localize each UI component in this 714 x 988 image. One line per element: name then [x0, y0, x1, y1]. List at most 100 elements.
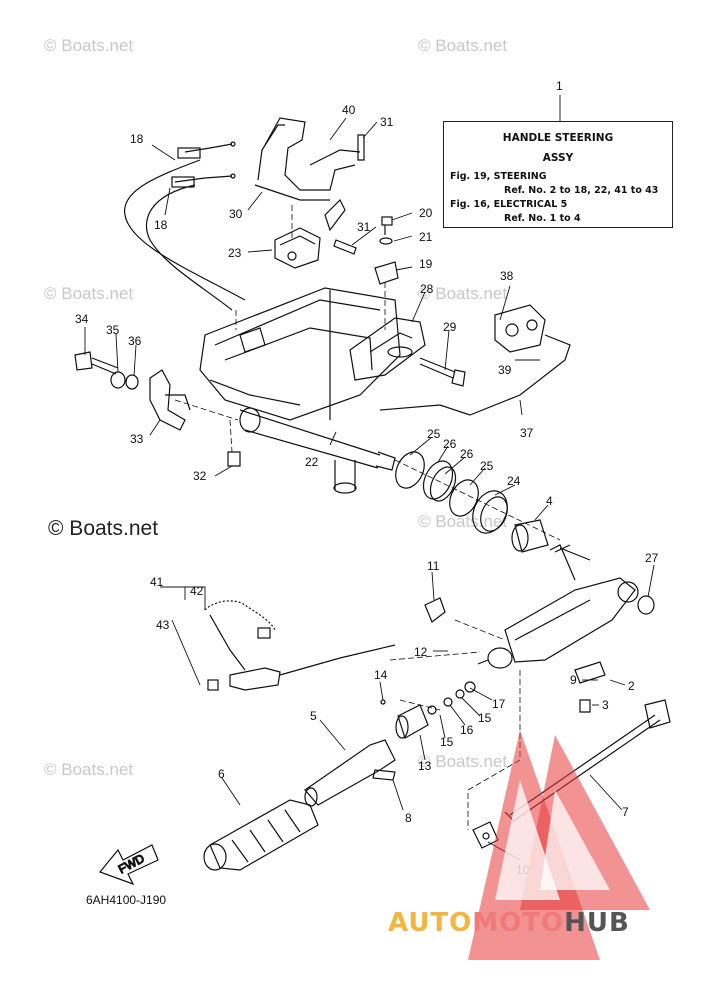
watermark: © Boats.net — [418, 36, 508, 55]
part-label: 22 — [305, 455, 319, 469]
watermark: © Boats.net — [44, 284, 134, 303]
washer-21 — [379, 237, 393, 245]
watermark: © Boats.net — [418, 752, 508, 771]
brand-part-moto: MOTO — [472, 908, 565, 938]
screw-31 — [357, 134, 365, 161]
wire-37 — [379, 334, 571, 416]
part-label: 20 — [419, 206, 433, 220]
throttle-shaft-5 — [304, 739, 396, 807]
bolt-32 — [227, 451, 241, 467]
part-label: 26 — [443, 437, 457, 451]
fwd-arrow-icon — [98, 844, 159, 886]
cap-27 — [637, 595, 655, 615]
info-title-line1: HANDLE STEERING — [502, 132, 614, 144]
handle-bracket — [254, 117, 361, 232]
watermark: © Boats.net — [418, 512, 508, 531]
part-label: 12 — [414, 645, 428, 659]
small-parts — [380, 681, 476, 715]
watermark-main: © Boats.net — [48, 517, 159, 540]
watermark: © Boats.net — [44, 36, 134, 55]
part-label: 28 — [420, 282, 434, 296]
handle-body-2 — [477, 544, 639, 669]
part-label: 9 — [570, 673, 577, 687]
bolt-20 — [381, 216, 393, 235]
reference-info-box: HANDLE STEERING ASSY Fig. 19, STEERING R… — [443, 121, 673, 228]
part-label: 37 — [520, 426, 534, 440]
washer-35 — [110, 371, 126, 389]
nut-36 — [125, 374, 139, 390]
part-label: 8 — [405, 811, 412, 825]
part-label: 4 — [546, 494, 553, 508]
kill-switch — [229, 644, 396, 691]
switch-38 — [494, 304, 546, 353]
bushing-24 — [472, 490, 508, 534]
part-label: 30 — [229, 207, 243, 221]
part-label: 5 — [310, 709, 317, 723]
part-label: 35 — [106, 323, 120, 337]
watermark: © Boats.net — [418, 284, 508, 303]
diagram-code: 6AH4100-J190 — [86, 893, 167, 907]
part-label: 31 — [380, 115, 394, 129]
brand-part-hub: HUB — [564, 908, 630, 938]
steering-bracket — [199, 287, 401, 494]
part-label: 36 — [128, 334, 142, 348]
clip-43 — [207, 679, 219, 691]
part-labels: 1 2 3 4 5 6 7 8 9 10 11 12 13 14 15 15 1… — [75, 79, 659, 877]
collar-13 — [395, 704, 429, 739]
cover-28 — [349, 317, 426, 381]
bolt-34 — [74, 351, 119, 375]
part-label: 38 — [500, 269, 514, 283]
part-label: 33 — [130, 432, 144, 446]
brand-logo-icon — [468, 730, 650, 960]
part-label: 26 — [460, 447, 474, 461]
ref1-parts: Ref. No. 2 to 18, 22, 41 to 43 — [504, 185, 659, 196]
part-label: 16 — [460, 723, 474, 737]
grip-6 — [203, 799, 319, 871]
part-label: 11 — [427, 559, 440, 573]
lanyard-42 — [204, 600, 276, 671]
part-label: 32 — [193, 469, 207, 483]
part-label: 40 — [342, 103, 356, 117]
part-label: 34 — [75, 312, 89, 326]
part-label: 1 — [556, 79, 563, 93]
screw-31b — [333, 239, 357, 255]
part-label: 43 — [156, 618, 170, 632]
plate-9 — [574, 661, 606, 684]
knob-11 — [424, 597, 446, 623]
part-label: 13 — [418, 759, 432, 773]
bolt-29 — [419, 357, 466, 387]
screw-3 — [579, 699, 591, 713]
part-label: 15 — [440, 735, 454, 749]
part-label: 2 — [628, 679, 635, 693]
part-label: 17 — [492, 697, 506, 711]
throttle-cables — [124, 141, 246, 311]
part-label: 24 — [507, 474, 521, 488]
leader-lines — [84, 95, 655, 861]
ref1-figure: Fig. 19, STEERING — [450, 171, 547, 182]
part-label: 7 — [622, 805, 629, 819]
part-label: 39 — [498, 363, 512, 377]
part-label: 27 — [645, 551, 659, 565]
ref2-parts: Ref. No. 1 to 4 — [504, 213, 581, 224]
part-label: 25 — [480, 459, 494, 473]
part-label: 18 — [130, 132, 144, 146]
part-label: 42 — [190, 584, 204, 598]
steering-shaft — [239, 407, 396, 471]
bushing-4 — [511, 519, 549, 553]
part-label: 41 — [150, 575, 164, 589]
info-title-line2: ASSY — [542, 152, 574, 164]
part-label: 29 — [443, 320, 457, 334]
watermark: © Boats.net — [44, 760, 134, 779]
phantom-lines — [174, 205, 561, 830]
brand-wordmark: AUTOMOTOHUB — [388, 908, 630, 938]
bracket-block — [274, 227, 321, 269]
brand-part-auto: AUTO — [388, 908, 473, 938]
part-label: 14 — [374, 668, 388, 682]
part-label: 23 — [228, 246, 242, 260]
ref2-figure: Fig. 16, ELECTRICAL 5 — [450, 199, 568, 210]
part-label: 25 — [427, 427, 441, 441]
o-rings — [395, 451, 479, 517]
part-label: 6 — [218, 767, 225, 781]
part-label: 21 — [419, 230, 433, 244]
